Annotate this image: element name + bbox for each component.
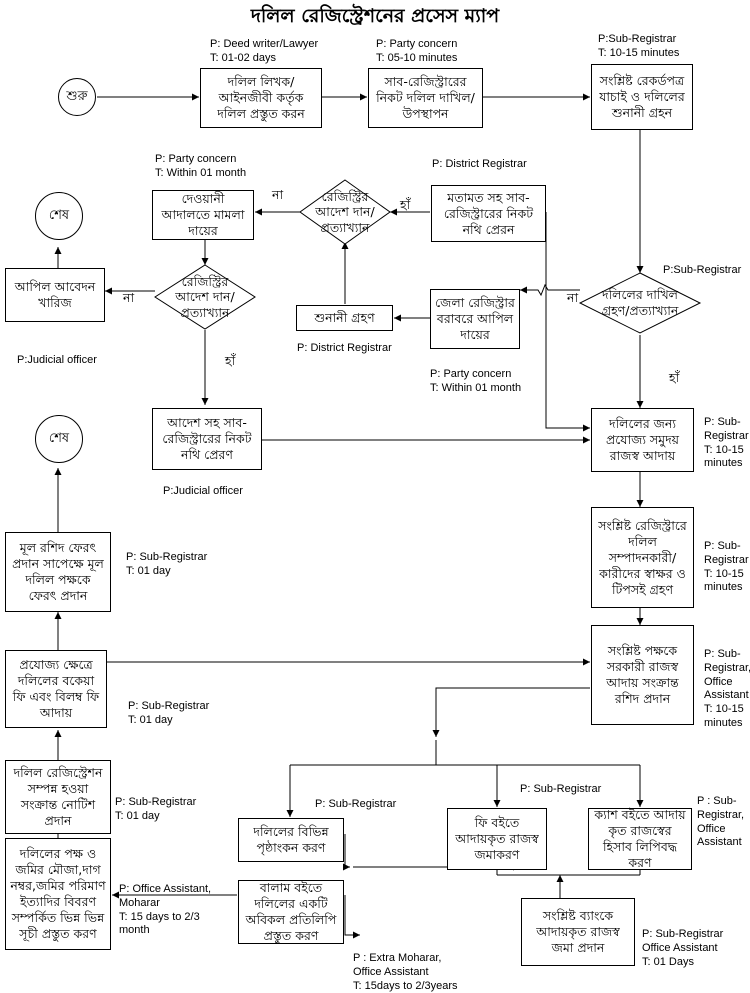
step-hearing: শুনানী গ্রহণ xyxy=(296,305,393,331)
note-subregistrar-2: P:Sub-Registrar xyxy=(663,264,742,276)
note-subregistrar-8: P: Sub-Registrar xyxy=(520,783,602,795)
note-judicial-1: P:Judicial officer xyxy=(17,354,97,366)
decision-d1 xyxy=(578,272,702,334)
note-subregistrar-5: P: Sub- Registrar, Office Assistant T: 1… xyxy=(704,648,750,729)
step-file-to-subregistrar: মতামত সহ সাব-রেজিস্ট্রারের নিকট নথি প্রে… xyxy=(431,185,546,242)
note-subregistrar-7: P : Sub- Registrar, Office Assistant xyxy=(697,795,745,849)
step-endorsement: দলিলের বিভিন্ন পৃষ্ঠাংকন করণ xyxy=(238,818,344,862)
step-due-fees: প্রযোজ্য ক্ষেত্রে দলিলের বকেয়া ফি এবং ব… xyxy=(5,650,107,728)
note-subregistrar-11: P: Sub-Registrar T: 01 day xyxy=(128,700,210,726)
note-party-concern-2: P: Party concern T: Within 01 month xyxy=(155,153,247,179)
note-district-registrar-1: P: District Registrar xyxy=(432,158,527,170)
step-collect-revenue: দলিলের জন্য প্রযোজ্য সমুদয় রাজস্ব আদায় xyxy=(591,408,694,472)
step-deed-prepared: দলিল লিখক/ আইনজীবী কর্তৃক দলিল প্রস্তুত … xyxy=(200,68,322,128)
step-notice: দলিল রেজিস্ট্রেশন সম্পন্ন হওয়া সংক্রান্… xyxy=(5,760,111,834)
step-record-check: সংশ্লিষ্ট রেকর্ডপত্র যাচাই ও দলিলের শুনা… xyxy=(591,64,693,130)
decision-d2 xyxy=(299,179,391,245)
step-civil-suit: দেওয়ানী আদালতে মামলা দায়ের xyxy=(152,190,254,240)
step-appeal-rejected: আপিল আবেদন খারিজ xyxy=(5,268,105,322)
step-appeal-district: জেলা রেজিস্ট্রার বরাবরে আপিল দায়ের xyxy=(430,289,520,349)
step-bank-deposit-box: সংশ্লিষ্ট ব্যাংকে আদায়কৃত রাজস্ব জমা প্… xyxy=(521,898,635,966)
label-yes-d3: হাঁ xyxy=(225,353,236,368)
label-no-d2: না xyxy=(272,187,284,202)
edge-d1-n4 xyxy=(520,283,580,297)
label-yes-d2: হাঁ xyxy=(400,197,411,212)
note-subregistrar-9: P: Sub-Registrar Office Assistant T: 01 … xyxy=(642,928,724,968)
edge-n12-split xyxy=(432,687,590,737)
note-subregistrar-10: P: Sub-Registrar T: 01 day xyxy=(115,796,197,822)
page-title: দলিল রেজিস্ট্রেশনের প্রসেস ম্যাপ xyxy=(250,5,500,27)
note-judicial-2: P:Judicial officer xyxy=(163,485,243,497)
note-deed-writer: P: Deed writer/Lawyer T: 01-02 days xyxy=(210,38,319,64)
step-signatures: সংশ্লিষ্ট রেজিস্ট্রারে দলিল সম্পাদনকারী/… xyxy=(591,507,694,608)
step-fee-book: ফি বইতে আদায়কৃত রাজস্ব জমাকরণ xyxy=(447,808,547,870)
step-deed-submitted: সাব-রেজিস্ট্রারের নিকট দলিল দাখিল/উপস্থা… xyxy=(368,68,483,128)
label-no-d1: না xyxy=(567,290,579,305)
note-party-concern-1: P: Party concern T: 05-10 minutes xyxy=(376,38,458,64)
edge-n17-n18d xyxy=(344,895,360,939)
step-receipt: সংশ্লিষ্ট পক্ষকে সরকারী রাজস্ব আদায় সংক… xyxy=(591,625,694,725)
note-subregistrar-1: P:Sub-Registrar T: 10-15 minutes xyxy=(598,33,680,59)
note-district-registrar-2: P: District Registrar xyxy=(297,342,392,354)
step-index-prepare: দলিলের পক্ষ ও জমির মৌজা,দাগ নম্বর,জমির প… xyxy=(5,838,111,950)
note-extra-moharar: P : Extra Moharar, Office Assistant T: 1… xyxy=(353,952,458,992)
step-order-to-subregistrar: আদেশ সহ সাব-রেজিস্ট্রারের নিকট নথি প্রের… xyxy=(152,408,262,470)
step-volume-copy: বালাম বইতে দলিলের একটি অবিকল প্রতিলিপি প… xyxy=(238,880,344,944)
note-party-concern-3: P: Party concern T: Within 01 month xyxy=(430,368,522,394)
step-return-deed: মূল রশিদ ফেরৎ প্রদান সাপেক্ষে মূল দলিল প… xyxy=(5,532,111,612)
edge-n13-n18 xyxy=(343,834,350,871)
note-office-assistant: P: Office Assistant, Moharar T: 15 days … xyxy=(119,883,212,937)
decision-d1-text: দলিলের দাখিল গ্রহণ/প্রত্যাখ্যান xyxy=(601,287,679,318)
end-node-2: শেষ xyxy=(35,415,83,463)
note-subregistrar-12: P: Sub-Registrar T: 01 day xyxy=(126,551,208,577)
start-node: শুরু xyxy=(58,78,96,116)
decision-d3-text: রেজিস্ট্রির আদেশ দান/ প্রত্যাখ্যান xyxy=(175,273,235,320)
decision-d2-text: রেজিস্ট্রির আদেশ দান/ প্রত্যাখ্যান xyxy=(315,188,375,235)
end-node-1: শেষ xyxy=(35,192,83,240)
note-subregistrar-4: P: Sub- Registrar T: 10-15 minutes xyxy=(704,540,749,594)
step-cash-book: ক্যাশ বইতে আদায় কৃত রাজস্বের হিসাব লিপি… xyxy=(588,807,692,870)
label-yes-d1: হাঁ xyxy=(669,370,680,385)
decision-d3 xyxy=(154,264,256,330)
note-subregistrar-3: P: Sub- Registrar T: 10-15 minutes xyxy=(704,416,749,470)
label-no-d3: না xyxy=(123,290,135,305)
note-subregistrar-6: P: Sub-Registrar xyxy=(315,798,397,810)
edge-n6-n10 xyxy=(545,212,590,432)
